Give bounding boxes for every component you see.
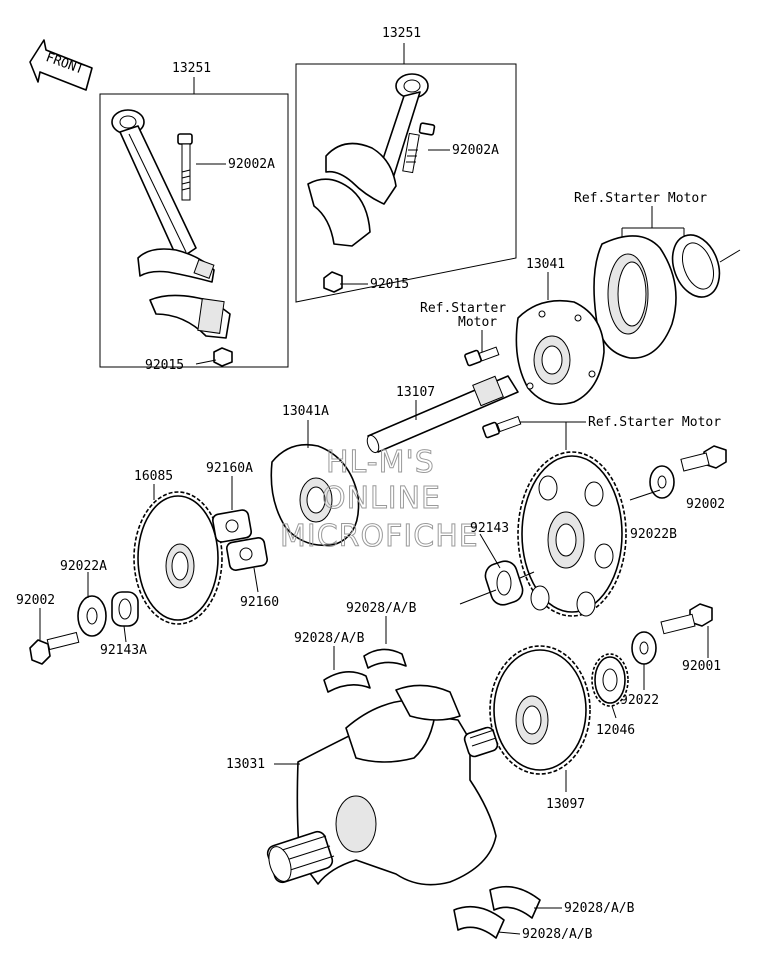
starter-shaft: [366, 375, 519, 454]
label-collar-left: 92022A: [60, 559, 107, 574]
bearing-left: [111, 591, 139, 627]
socket-bolt-lower: [482, 415, 522, 439]
label-small-gear: 12046: [596, 723, 635, 738]
label-bearing-insert-bottom-2: 92028/A/B: [522, 927, 593, 942]
label-washer-right-lower: 92022: [620, 693, 659, 708]
gear-large-lower: [489, 645, 591, 775]
label-ref-starter-motor-mid-1: Ref.Starter: [420, 301, 506, 316]
label-crankshaft: 13031: [226, 757, 265, 772]
watermark-line-2: ONLINE: [322, 481, 441, 516]
label-bearing-insert-top: 92028/A/B: [346, 601, 417, 616]
starter-clutch: [515, 299, 605, 405]
small-gear: [591, 653, 629, 707]
starter-ring-washer: [671, 234, 721, 298]
label-ref-starter-motor-mid-2: Motor: [458, 315, 497, 330]
label-starter-clutch-gear: 13041A: [282, 404, 329, 419]
conrod-left-box: [99, 93, 289, 368]
collar-left: [77, 595, 107, 637]
label-bearing-right: 92143: [470, 521, 509, 536]
watermark-line-3: MICROFICHE: [280, 519, 479, 554]
front-arrow-icon: FRONT: [29, 39, 93, 91]
label-bolt-far-left: 92002: [16, 593, 55, 608]
label-bolt-right-upper: 92002: [686, 497, 725, 512]
damper-a: [211, 509, 253, 543]
label-bolt-right: 92002A: [452, 143, 499, 158]
label-bolt-right-lower: 92001: [682, 659, 721, 674]
conrod-right-group: [307, 73, 436, 293]
starter-clutch-outer: [593, 235, 677, 359]
bearing-insert-bottom: [453, 885, 541, 939]
label-gear-large-lower: 13097: [546, 797, 585, 812]
socket-bolt-upper: [464, 346, 500, 367]
label-gear-left: 16085: [134, 469, 173, 484]
label-damper-a: 92160A: [206, 461, 253, 476]
label-bolt-left: 92002A: [228, 157, 275, 172]
label-ref-starter-motor-right: Ref.Starter Motor: [588, 415, 721, 430]
label-starter-clutch: 13041: [526, 257, 565, 272]
gear-left: [133, 491, 223, 625]
label-nut-left: 92015: [145, 358, 184, 373]
crankshaft: [266, 684, 499, 886]
label-ref-starter-motor-top: Ref.Starter Motor: [574, 191, 707, 206]
damper: [226, 537, 268, 571]
conrod-left-group: [111, 109, 233, 367]
gear-large-starter: [517, 451, 627, 617]
label-conrod-left-set: 13251: [172, 61, 211, 76]
bolt-right-upper: [680, 445, 727, 472]
starter-clutch-gear: [270, 443, 360, 547]
washer-right-lower: [631, 631, 657, 665]
watermark: HL-M'S ONLINE MICROFICHE: [280, 445, 479, 555]
watermark-line-1: HL-M'S: [326, 445, 435, 480]
label-bearing-left: 92143A: [100, 643, 147, 658]
label-damper: 92160: [240, 595, 279, 610]
bearing-right: [484, 560, 524, 606]
bolt-far-left: [29, 631, 80, 665]
label-conrod-right-set: 13251: [382, 26, 421, 41]
label-washer-right-upper: 92022B: [630, 527, 677, 542]
label-bearing-insert-mid: 92028/A/B: [294, 631, 365, 646]
bolt-right-lower: [660, 603, 713, 635]
bearing-insert-top: [323, 648, 407, 693]
label-nut-right: 92015: [370, 277, 409, 292]
washer-right-upper: [649, 465, 675, 499]
conrod-right-box: [295, 63, 517, 303]
label-shaft: 13107: [396, 385, 435, 400]
label-bearing-insert-bottom-1: 92028/A/B: [564, 901, 635, 916]
